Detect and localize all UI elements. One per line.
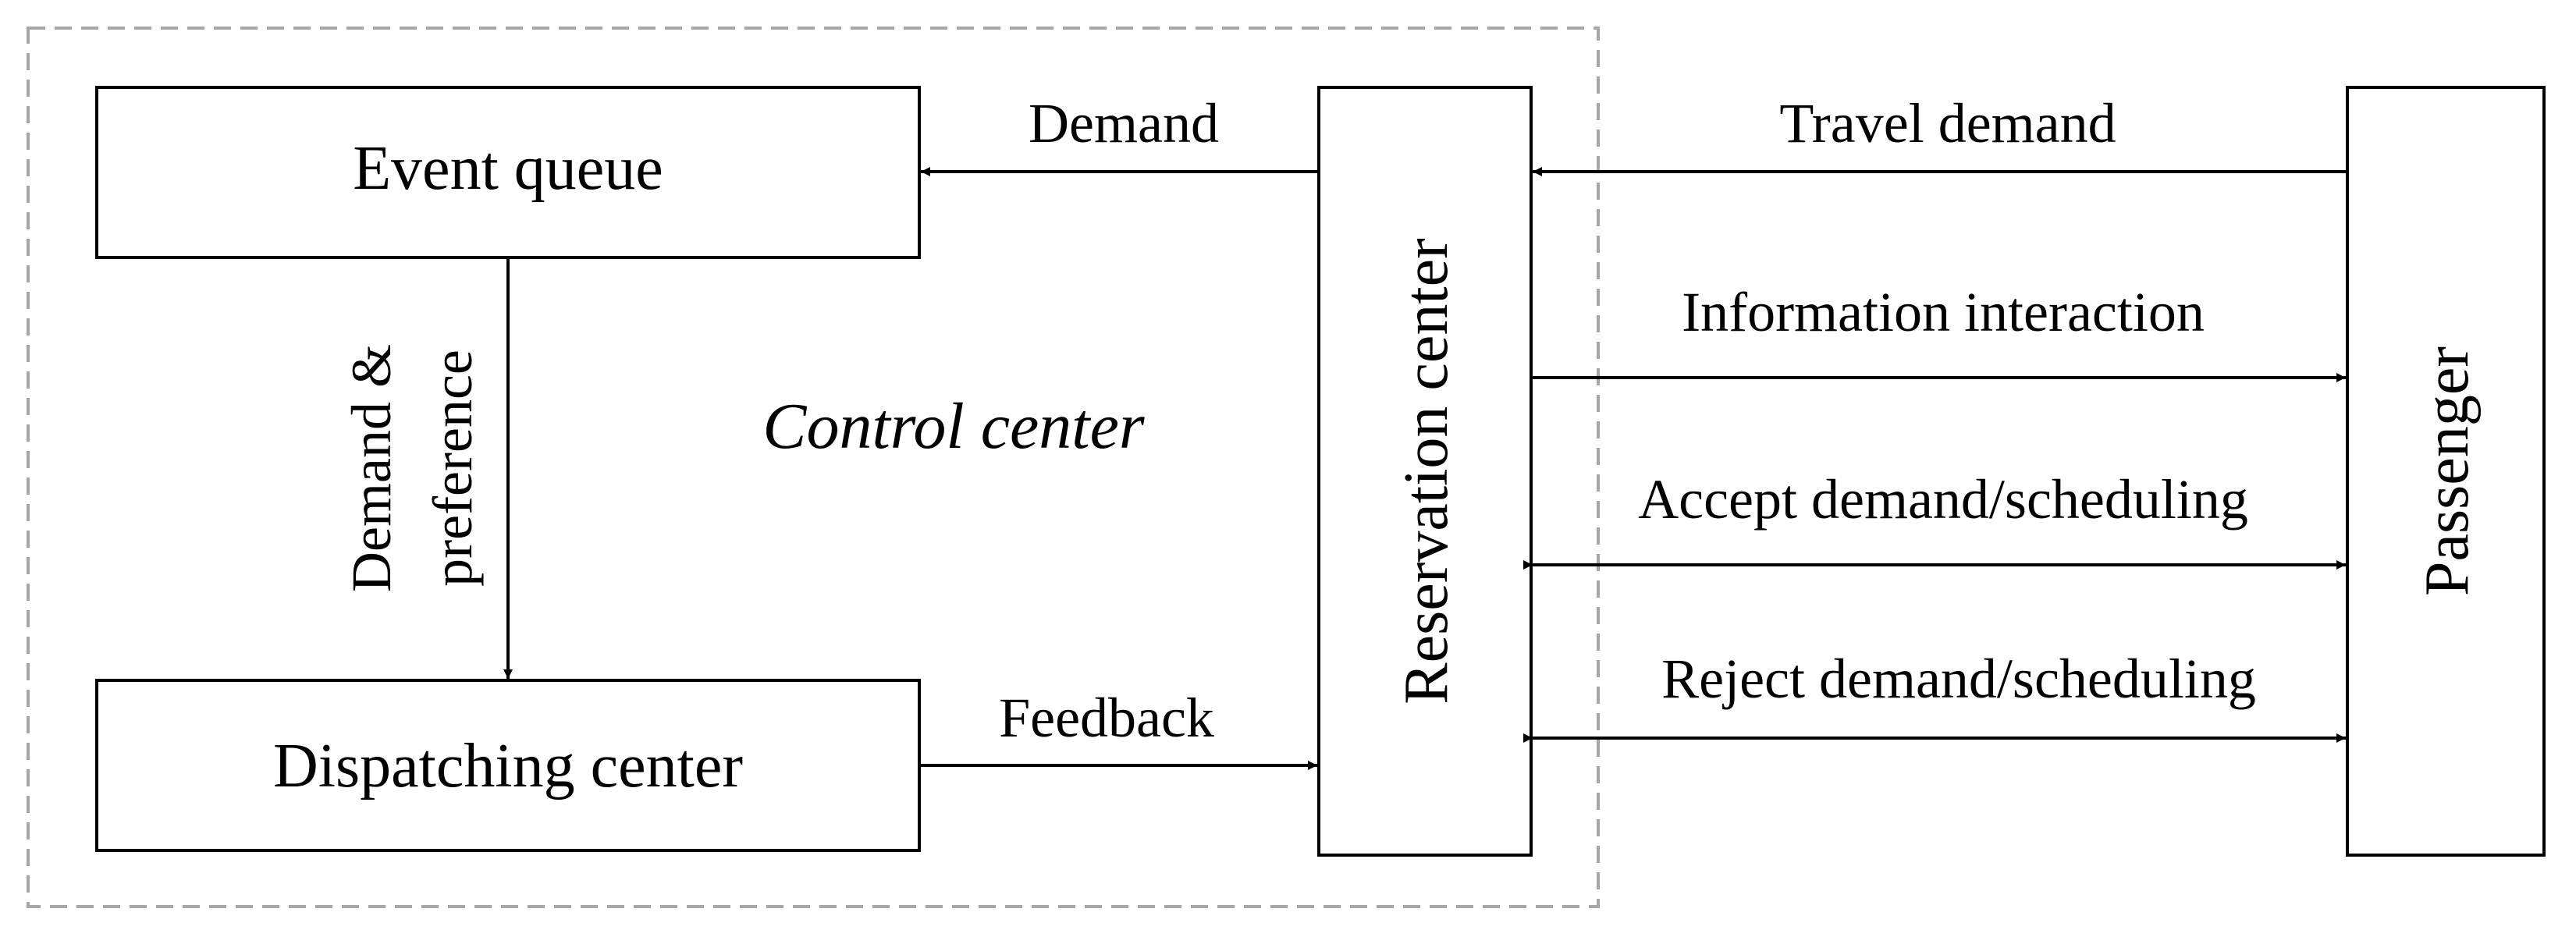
- reservation-center-box: [1317, 86, 1533, 857]
- demand-label: Demand: [1029, 92, 1219, 154]
- event-queue-box: [95, 86, 921, 259]
- passenger-label: Passenger: [2413, 346, 2482, 596]
- feedback-label: Feedback: [999, 687, 1214, 749]
- information-interaction-label: Information interaction: [1682, 281, 2205, 343]
- accept-label: Accept demand/scheduling: [1638, 468, 2248, 531]
- reservation-center-label: Reservation center: [1392, 238, 1461, 705]
- event-queue-label: Event queue: [353, 134, 663, 203]
- demand-preference-label-line2: preference: [421, 350, 484, 587]
- control-center-boundary: [27, 27, 1600, 908]
- reject-label: Reject demand/scheduling: [1661, 648, 2256, 710]
- demand-preference-label-line1: Demand &: [340, 344, 403, 592]
- dispatching-center-label: Dispatching center: [273, 732, 743, 800]
- passenger-box: [2346, 86, 2546, 857]
- dispatching-center-box: [95, 679, 921, 852]
- control-center-label: Control center: [762, 390, 1144, 463]
- travel-demand-label: Travel demand: [1779, 92, 2116, 154]
